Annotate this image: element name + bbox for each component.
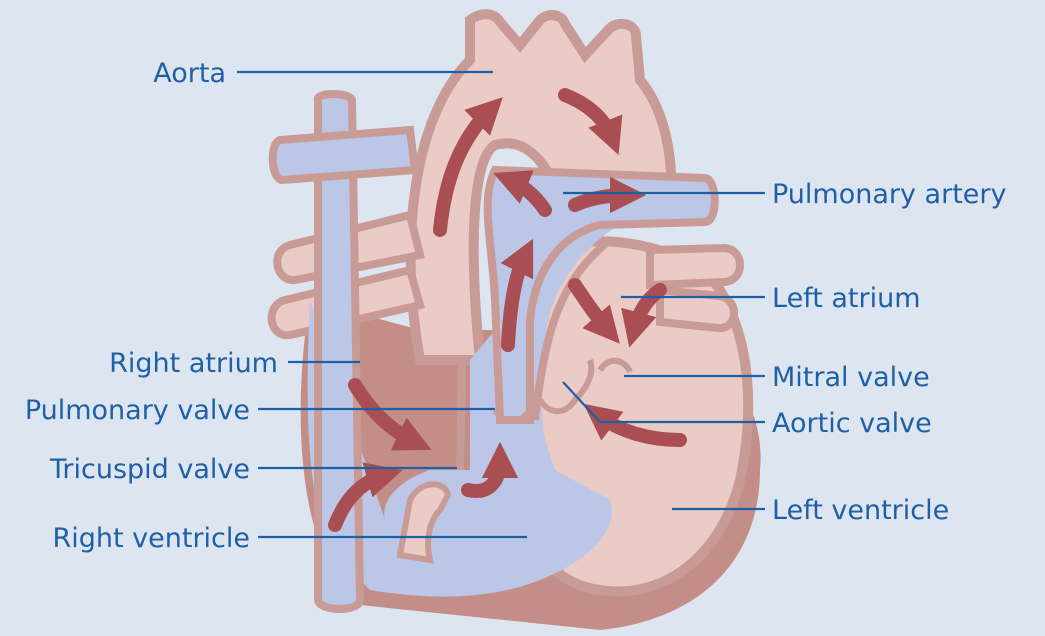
- label-mitral-valve: Mitral valve: [772, 362, 930, 393]
- vena-cava-branch: [273, 130, 415, 180]
- label-right-ventricle: Right ventricle: [52, 523, 250, 554]
- label-tricuspid-valve: Tricuspid valve: [49, 454, 250, 485]
- pulmonary-vein-right-upper: [650, 248, 740, 285]
- label-aortic-valve: Aortic valve: [772, 408, 932, 439]
- pulmonary-vein-right-lower: [660, 290, 734, 328]
- label-pulmonary-artery: Pulmonary artery: [772, 179, 1007, 210]
- label-right-atrium: Right atrium: [109, 348, 278, 379]
- label-left-ventricle: Left ventricle: [772, 495, 949, 526]
- label-aorta: Aorta: [153, 58, 226, 89]
- label-left-atrium: Left atrium: [772, 283, 921, 314]
- label-pulmonary-valve: Pulmonary valve: [25, 395, 250, 426]
